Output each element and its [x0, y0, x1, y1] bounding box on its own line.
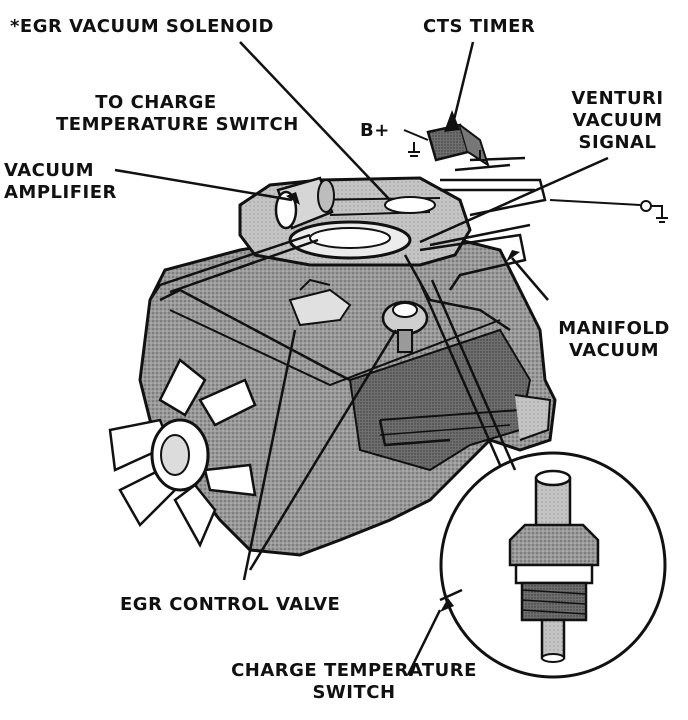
- manifold-vacuum-label: MANIFOLD VACUUM: [554, 318, 674, 362]
- b-plus-label: B+: [360, 120, 390, 141]
- manifold-line2: VACUUM: [569, 340, 659, 361]
- egr-vacuum-solenoid-label: *EGR VACUUM SOLENOID: [10, 16, 274, 37]
- charge-temp-line1: CHARGE TEMPERATURE: [231, 660, 477, 681]
- cooling-fan: [108, 358, 257, 548]
- venturi-line3: SIGNAL: [578, 132, 657, 153]
- vacuum-amp-line2: AMPLIFIER: [4, 182, 117, 203]
- vacuum-amp-line1: VACUUM: [4, 160, 94, 181]
- leader-lines: [114, 41, 609, 676]
- cts-timer-leader: [450, 41, 475, 129]
- to-charge-line2: TEMPERATURE SWITCH: [56, 114, 299, 135]
- egr-control-valve: [288, 278, 429, 353]
- venturi-line2: VACUUM: [572, 110, 663, 131]
- ground-terminal: [549, 199, 668, 223]
- venturi-vacuum-signal-label: VENTURI VACUUM SIGNAL: [560, 88, 675, 154]
- manifold-line1: MANIFOLD: [558, 318, 670, 339]
- charge-temperature-switch-inset: [439, 451, 667, 679]
- vacuum-lines: [148, 156, 547, 447]
- vacuum-amplifier: [274, 176, 335, 230]
- arrowheads: [286, 110, 520, 612]
- to-charge-temperature-switch-label: TO CHARGE TEMPERATURE SWITCH: [56, 92, 299, 136]
- intake-manifold: [238, 176, 472, 267]
- cts-timer-label: CTS TIMER: [423, 16, 536, 37]
- charge-temp-line2: SWITCH: [312, 682, 396, 703]
- charge-temperature-switch-label: CHARGE TEMPERATURE SWITCH: [224, 660, 484, 704]
- egr-control-valve-label: EGR CONTROL VALVE: [120, 594, 341, 615]
- vacuum-amplifier-label: VACUUM AMPLIFIER: [4, 160, 117, 204]
- to-charge-line1: TO CHARGE: [95, 92, 217, 113]
- venturi-line1: VENTURI: [571, 88, 664, 109]
- b-plus-ground-symbol: [403, 129, 486, 161]
